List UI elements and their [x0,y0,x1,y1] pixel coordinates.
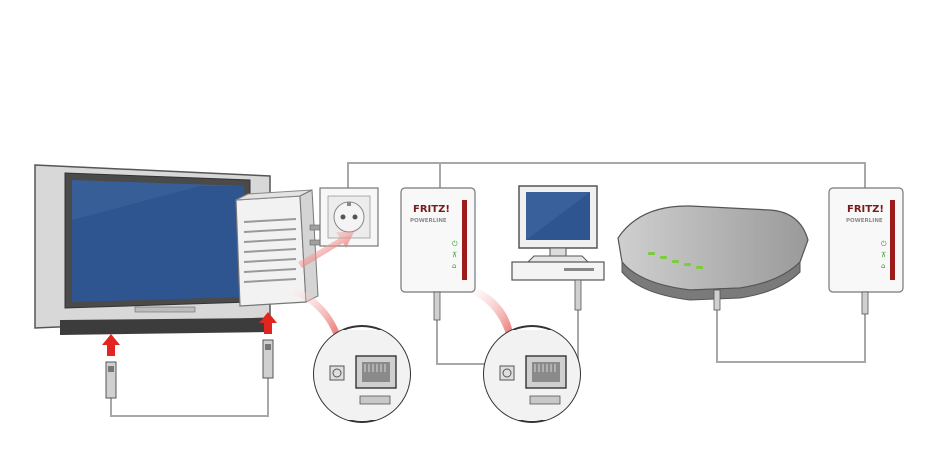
powerline-adapter-1: FRITZ! POWERLINE ⏻ ⊼ ⌂ [401,188,475,320]
computer [512,186,604,310]
power-icon: ⏻ [881,240,887,248]
adapter-brand: FRITZ! [847,204,884,215]
network-icon: ⊼ [881,251,886,259]
powerline-adapter-2: FRITZ! POWERLINE ⏻ ⊼ ⌂ [829,188,903,314]
router [618,206,808,310]
home-icon: ⌂ [881,262,885,270]
powerline-cables [348,163,865,188]
television [35,165,270,335]
home-icon: ⌂ [452,262,456,270]
network-icon: ⊼ [452,251,457,259]
zoom-detail-lan-port-2 [480,326,590,422]
adapter-line: POWERLINE [846,218,883,224]
adapter-line: POWERLINE [410,218,447,224]
adapter-brand: FRITZ! [413,204,450,215]
zoom-detail-lan-port-1 [310,326,420,422]
ethernet-plug [106,340,273,398]
power-icon: ⏻ [452,240,458,248]
